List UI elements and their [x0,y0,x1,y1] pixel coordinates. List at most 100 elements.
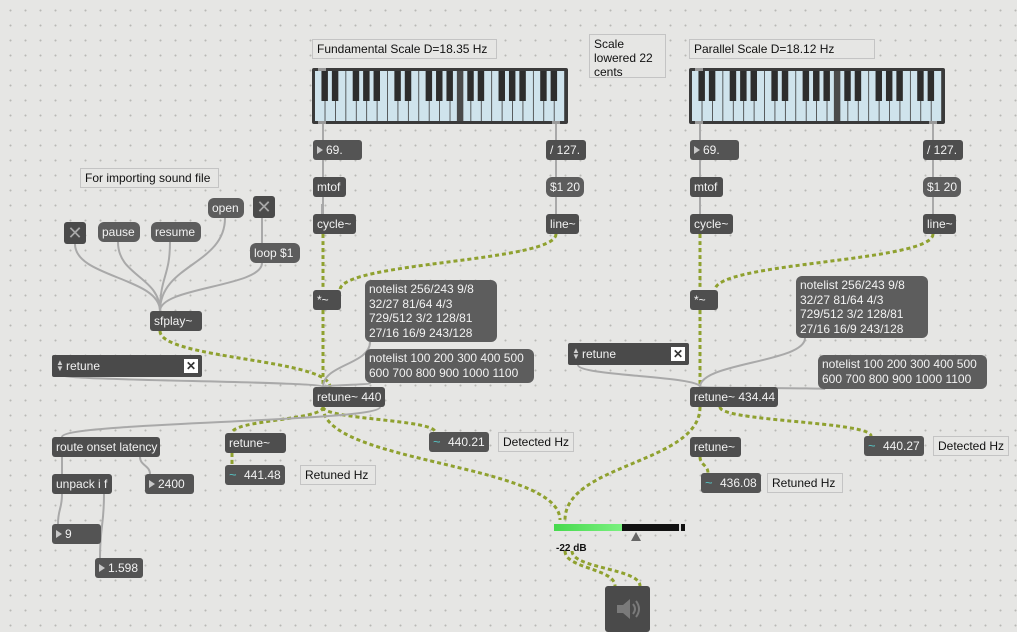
black-key [802,71,810,101]
retune-second-object-left[interactable]: retune~ [225,433,286,453]
multiply-object-right[interactable]: *~ [690,290,718,310]
divide-object-left[interactable]: / 127. [546,140,586,160]
white-key [869,71,879,121]
black-key [540,71,547,101]
black-key [917,71,924,101]
cycle-object-right[interactable]: cycle~ [690,214,733,234]
white-key [858,71,869,121]
white-key [325,71,336,121]
detected-value-right: 440.27 [883,439,920,453]
control-cord [322,341,371,388]
signal-cord [230,406,325,434]
note-number-box-right[interactable]: 69. [690,140,739,160]
black-key [875,71,882,101]
detected-number-right[interactable]: ~440.27 [864,436,924,456]
white-key [533,71,544,121]
white-key [492,71,502,121]
retune-second-object-right[interactable]: retune~ [690,437,741,457]
white-key [429,71,440,121]
white-key [544,71,554,121]
notelist-cents-message-left[interactable]: notelist 100 200 300 400 500 600 700 800… [365,349,534,383]
white-key [419,71,429,121]
retune-object-left[interactable]: retune~ 440 [313,387,385,407]
route-object[interactable]: route onset latency [52,437,160,457]
kslider-keyboard-right[interactable] [689,68,945,124]
white-key [900,71,910,121]
white-key [764,71,775,121]
control-cord [117,241,161,312]
retune-toggle-left[interactable]: ✕ [184,359,198,373]
white-key [554,71,565,121]
black-key [896,71,903,101]
control-cord [57,493,63,525]
signal-cord [563,550,617,587]
white-key [408,71,419,121]
detected-number-left[interactable]: ~440.21 [429,432,489,452]
retuned-value-right: 436.08 [720,476,757,490]
parallel-scale-comment: Parallel Scale D=18.12 Hz [689,39,875,59]
retuned-value-left: 441.48 [244,468,281,482]
divide-object-right[interactable]: / 127. [923,140,963,160]
retune-menu-label-left: retune [66,359,101,373]
white-key [921,71,931,121]
resume-message[interactable]: resume [151,222,201,242]
retune-object-right[interactable]: retune~ 434.44 [690,387,778,407]
black-key [363,71,370,101]
mtof-object-right[interactable]: mtof [690,177,723,197]
mtof-object-left[interactable]: mtof [313,177,346,197]
black-key [404,71,412,101]
line-object-right[interactable]: line~ [923,214,956,234]
white-key [346,71,356,121]
open-message[interactable]: open [208,198,244,218]
close-x-icon: ✕ [67,223,83,243]
retune-menu-left[interactable]: ▲▼ retune ✕ [52,355,202,377]
white-key [502,71,513,121]
retuned-hz-comment-left: Retuned Hz [300,465,376,485]
black-key [477,71,485,101]
ramp-message-left[interactable]: $1 20 [546,177,584,197]
black-key [446,71,453,101]
line-object-left[interactable]: line~ [546,214,579,234]
retune-toggle-right[interactable]: ✕ [671,347,685,361]
control-cord [61,406,381,438]
control-cord [577,364,701,388]
black-key [740,71,747,101]
pause-message[interactable]: pause [98,222,140,242]
black-key [927,71,935,101]
unpack-object[interactable]: unpack i f [52,474,112,494]
signal-cord [570,550,642,587]
multiply-object-left[interactable]: *~ [313,290,341,310]
notelist-cents-message-right[interactable]: notelist 100 200 300 400 500 600 700 800… [818,355,987,389]
ezdac-speaker[interactable] [605,586,650,632]
kslider-keyboard-left[interactable] [312,68,568,124]
black-key [394,71,401,101]
black-key [771,71,778,101]
black-key [750,71,757,101]
black-key [498,71,505,101]
gain-meter[interactable] [554,524,685,531]
loop-toggle[interactable]: ✕ [253,196,275,218]
white-key [796,71,806,121]
detected-hz-comment-left: Detected Hz [498,432,574,452]
play-toggle[interactable]: ✕ [64,222,86,244]
black-key [467,71,474,101]
note-number-box-left[interactable]: 69. [313,140,362,160]
latency-number[interactable]: 2400 [145,474,194,494]
cycle-object-left[interactable]: cycle~ [313,214,356,234]
sfplay-object[interactable]: sfplay~ [150,311,202,331]
retuned-number-right[interactable]: ~436.08 [701,473,761,493]
black-key [885,71,893,101]
gain-db-label: -22 dB [556,543,587,554]
onset-number[interactable]: 9 [52,524,101,544]
retuned-number-left[interactable]: ~441.48 [225,465,285,485]
float-number[interactable]: 1.598 [95,558,143,578]
loop-message[interactable]: loop $1 [250,243,300,263]
retune-menu-right[interactable]: ▲▼ retune ✕ [568,343,689,365]
control-cord [699,337,806,388]
ramp-message-right[interactable]: $1 20 [923,177,961,197]
black-key [373,71,380,101]
notelist-ratio-message-left[interactable]: notelist 256/243 9/8 32/27 81/64 4/3 729… [365,280,497,342]
notelist-ratio-message-right[interactable]: notelist 256/243 9/8 32/27 81/64 4/3 729… [796,276,928,338]
gain-slider-knob[interactable] [631,532,641,541]
